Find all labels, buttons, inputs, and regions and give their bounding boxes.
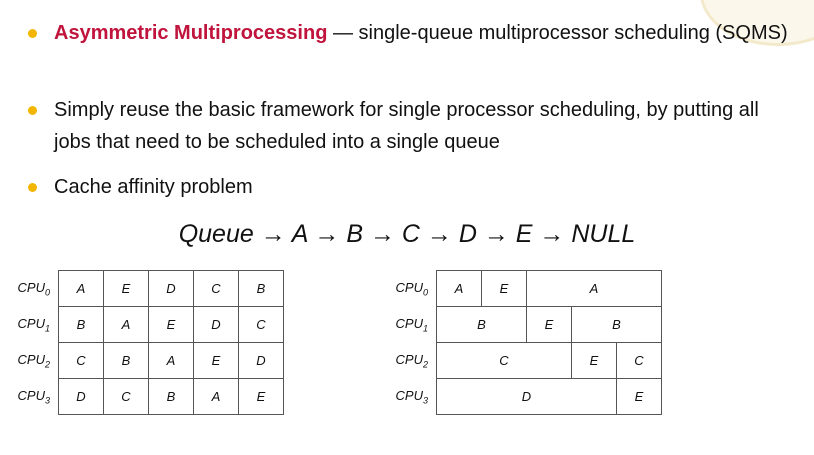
schedule-cell: C [58, 342, 104, 379]
cpu-label: CPU0 [17, 280, 50, 298]
schedule-cell: E [103, 270, 149, 307]
schedule-cell: D [148, 270, 194, 307]
schedule-cell: E [148, 306, 194, 343]
schedule-cell: D [193, 306, 239, 343]
schedule-cell: E [571, 342, 617, 379]
schedule-cell: B [571, 306, 662, 343]
cpu-label: CPU2 [395, 352, 428, 370]
bullet-text: Cache affinity problem [54, 176, 253, 198]
cpu-label: CPU3 [395, 388, 428, 406]
schedule-cell: A [58, 270, 104, 307]
cpu-label: CPU3 [17, 388, 50, 406]
schedule-cell: E [526, 306, 572, 343]
bullet-dot-icon [28, 29, 37, 38]
schedule-cell: A [526, 270, 662, 307]
cpu-label: CPU1 [395, 316, 428, 334]
schedule-cell: A [436, 270, 482, 307]
bullet-text: Simply reuse the basic framework for sin… [54, 99, 759, 153]
schedule-cell: D [58, 378, 104, 415]
schedule-cell: A [193, 378, 239, 415]
schedule-cell: E [616, 378, 662, 415]
schedule-cell: D [238, 342, 284, 379]
bullet-text: — single-queue multiprocessor scheduling… [327, 22, 788, 44]
queue-diagram: Queue → A → B → C → D → E → NULL [178, 220, 636, 248]
schedule-cell: E [238, 378, 284, 415]
schedule-cell: B [148, 378, 194, 415]
schedule-cell: A [148, 342, 194, 379]
schedule-cell: B [58, 306, 104, 343]
schedule-cell: C [193, 270, 239, 307]
schedule-cell: D [436, 378, 617, 415]
schedule-cell: E [193, 342, 239, 379]
schedule-cell: B [436, 306, 527, 343]
schedule-cell: E [481, 270, 527, 307]
cpu-label: CPU2 [17, 352, 50, 370]
cpu-label: CPU1 [17, 316, 50, 334]
schedule-cell: B [238, 270, 284, 307]
schedule-cell: C [238, 306, 284, 343]
schedule-cell: C [103, 378, 149, 415]
bullet-dot-icon [28, 183, 37, 192]
schedule-cell: A [103, 306, 149, 343]
schedule-cell: C [436, 342, 572, 379]
bullet-dot-icon [28, 106, 37, 115]
schedule-cell: B [103, 342, 149, 379]
highlight-term: Asymmetric Multiprocessing [54, 22, 328, 44]
cpu-label: CPU0 [395, 280, 428, 298]
schedule-cell: C [616, 342, 662, 379]
